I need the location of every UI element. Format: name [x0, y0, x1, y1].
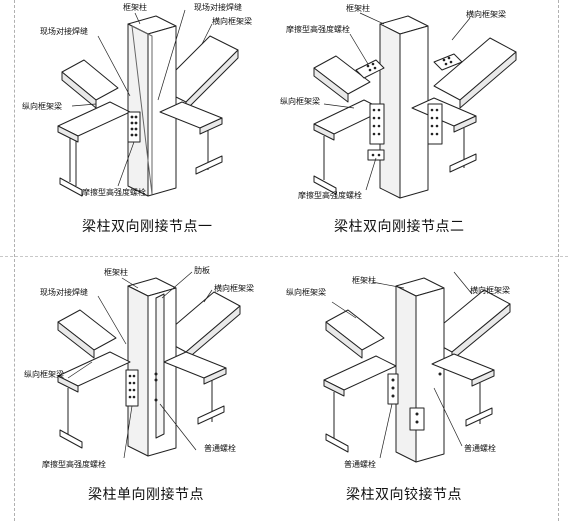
- label-column: 框架柱: [123, 3, 147, 12]
- label-common-bolt-right: 普通螺栓: [464, 444, 496, 453]
- label-hs-bolt: 摩擦型高强度螺栓: [82, 188, 146, 197]
- node-drawing-1: [57, 9, 239, 197]
- node-drawing-4: [323, 271, 511, 463]
- label-field-weld: 现场对接焊缝: [40, 288, 88, 297]
- label-hs-bolt: 摩擦型高强度螺栓: [298, 191, 362, 200]
- label-field-weld: 现场对接焊缝: [40, 27, 88, 36]
- label-longitudinal-beam: 纵向框架梁: [280, 97, 320, 106]
- right-page-margin: [558, 0, 559, 521]
- label-field-weld-top: 现场对接焊缝: [194, 3, 242, 12]
- panel-rigid-one-way: 框架柱 肋板 现场对接焊缝 横向框架梁 纵向框架梁 摩擦型高强度螺栓 普通螺栓 …: [0, 258, 284, 521]
- label-column: 框架柱: [104, 268, 128, 277]
- caption: 梁柱单向刚接节点: [88, 487, 204, 503]
- caption: 梁柱双向铰接节点: [346, 487, 462, 503]
- label-hs-bolt-top: 摩擦型高强度螺栓: [286, 25, 350, 34]
- row-divider: [0, 256, 568, 257]
- panel-rigid-two-way-2: 框架柱 摩擦型高强度螺栓 横向框架梁 纵向框架梁 摩擦型高强度螺栓 梁柱双向刚接…: [280, 0, 568, 256]
- label-column: 框架柱: [346, 4, 370, 13]
- label-hs-bolt: 摩擦型高强度螺栓: [42, 460, 106, 469]
- label-column: 框架柱: [352, 276, 376, 285]
- node-drawing-3: [57, 271, 241, 459]
- left-page-margin: [14, 0, 15, 521]
- label-common-bolt-left: 普通螺栓: [344, 460, 376, 469]
- label-common-bolt: 普通螺栓: [204, 444, 236, 453]
- label-transverse-beam: 横向框架梁: [214, 284, 254, 293]
- caption: 梁柱双向刚接节点一: [82, 219, 213, 235]
- label-longitudinal-beam: 纵向框架梁: [22, 102, 62, 111]
- label-longitudinal-beam: 纵向框架梁: [286, 288, 326, 297]
- caption: 梁柱双向刚接节点二: [334, 219, 465, 235]
- node-drawing-2: [313, 12, 517, 199]
- panel-rigid-two-way-1: 框架柱 现场对接焊缝 现场对接焊缝 横向框架梁 纵向框架梁 摩擦型高强度螺栓 梁…: [0, 0, 284, 256]
- label-transverse-beam: 横向框架梁: [470, 286, 510, 295]
- label-transverse-beam: 横向框架梁: [212, 17, 252, 26]
- panel-pinned-two-way: 纵向框架梁 框架柱 横向框架梁 普通螺栓 普通螺栓 梁柱双向铰接节点: [284, 258, 568, 521]
- label-longitudinal-beam: 纵向框架梁: [24, 370, 64, 379]
- label-transverse-beam: 横向框架梁: [466, 10, 506, 19]
- label-rib-plate: 肋板: [194, 266, 210, 275]
